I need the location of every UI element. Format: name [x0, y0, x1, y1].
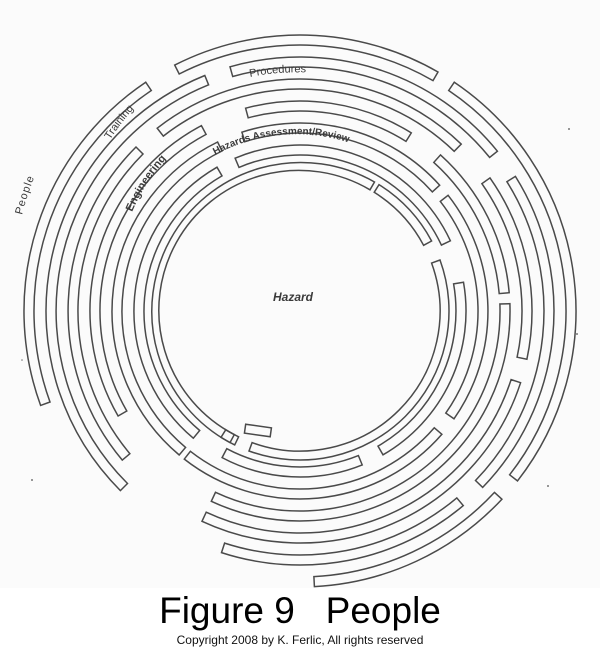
ring-segment [151, 161, 376, 444]
ring-segment [447, 81, 577, 482]
ring-segment [89, 124, 208, 418]
ring-segment [313, 491, 503, 588]
ring-segment [67, 145, 145, 462]
ring-segment [23, 81, 153, 407]
ring-segment [244, 100, 413, 143]
ring-segment [45, 74, 210, 492]
ring-segment [173, 34, 440, 82]
ring-segment [229, 56, 499, 159]
ring-segment [111, 140, 224, 457]
ring-segment [183, 426, 443, 500]
ring-segment [432, 153, 511, 295]
ring-segment [156, 78, 463, 153]
copyright-notice: Copyright 2008 by K. Ferlic, All rights … [176, 633, 424, 647]
people-label: People [13, 173, 37, 215]
figure-caption: Figure 9 People Copyright 2008 by K. Fer… [0, 589, 600, 650]
ring-segment [480, 176, 533, 361]
scan-specks [21, 128, 578, 487]
ring-segment [474, 175, 555, 489]
ring-segment [439, 194, 489, 420]
figure-title: Figure 9 People [159, 590, 441, 631]
procedures-label: Procedures [248, 63, 306, 80]
ring-segment [373, 183, 433, 247]
rings-group [23, 34, 577, 588]
ring-segment [133, 166, 224, 440]
ring-segment [219, 428, 240, 446]
hazards-assessment-label: Hazards Assessment/Review [211, 126, 351, 157]
ring-segment [221, 447, 364, 478]
ring-segment [240, 122, 441, 193]
hazard-center-label: Hazard [273, 290, 314, 304]
ring-segment [234, 144, 452, 247]
ring-segment [248, 259, 450, 461]
ring-segment [220, 496, 465, 566]
ring-segment [201, 378, 522, 544]
ring-stub-segment [243, 423, 273, 438]
layered-rings-diagram: People Training Procedures Engineering H… [13, 34, 578, 588]
ring-segment [376, 281, 467, 456]
ring-segment [210, 302, 511, 522]
